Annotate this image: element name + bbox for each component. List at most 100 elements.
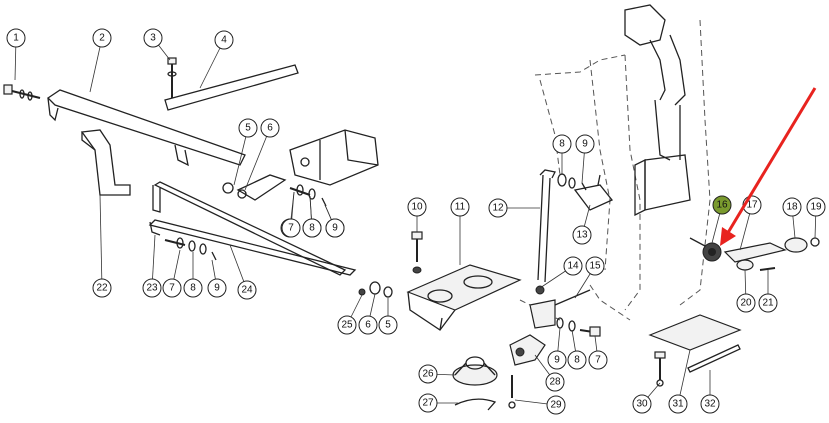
callout-circle <box>546 395 566 415</box>
callout-27: 27 <box>418 393 438 413</box>
callout-26: 26 <box>418 364 438 384</box>
bolt-10 <box>411 231 423 274</box>
callout-number: 1 <box>13 33 19 44</box>
callout-5: 5 <box>378 315 398 335</box>
callout-circle <box>378 315 398 335</box>
screw-29 <box>508 375 516 409</box>
callout-number: 8 <box>559 139 565 150</box>
callout-number: 2 <box>99 33 105 44</box>
leader-line <box>99 194 103 289</box>
callout-circle <box>214 30 234 50</box>
callout-number: 4 <box>221 35 227 46</box>
callout-circle <box>575 134 595 154</box>
callout-circle <box>588 350 608 370</box>
callout-number: 20 <box>740 298 752 309</box>
callout-number: 22 <box>96 283 108 294</box>
callout-18: 18 <box>782 197 802 217</box>
callout-circle <box>572 225 592 245</box>
callout-circle <box>238 118 258 138</box>
link-28 <box>509 334 546 366</box>
callout-number: 30 <box>636 399 648 410</box>
callout-6: 6 <box>260 118 280 138</box>
callout-24: 24 <box>237 280 257 300</box>
callout-number: 7 <box>595 355 601 366</box>
fasteners-left <box>164 237 217 261</box>
callout-number: 18 <box>786 202 798 213</box>
callout-circle <box>806 197 826 217</box>
callout-circle <box>358 315 378 335</box>
callout-circle <box>567 350 587 370</box>
leader-lines <box>14 37 817 406</box>
callout-number: 3 <box>150 33 156 44</box>
callout-21: 21 <box>758 293 778 313</box>
callout-number: 9 <box>332 223 338 234</box>
leader-line <box>233 127 249 186</box>
callout-9: 9 <box>547 350 567 370</box>
callout-circle <box>142 278 162 298</box>
bolt-1 <box>3 84 41 101</box>
callout-4: 4 <box>214 30 234 50</box>
callout-30: 30 <box>632 394 652 414</box>
callout-number: 8 <box>309 223 315 234</box>
callout-number: 5 <box>385 320 391 331</box>
strip-4 <box>164 64 299 111</box>
callout-14: 14 <box>563 256 583 276</box>
callout-8: 8 <box>567 350 587 370</box>
callout-circle <box>183 278 203 298</box>
callout-circle <box>207 278 227 298</box>
callout-number: 6 <box>365 320 371 331</box>
callout-9: 9 <box>575 134 595 154</box>
callout-circle <box>585 256 605 276</box>
callout-circle <box>92 278 112 298</box>
fasteners-lower-middle <box>556 317 601 337</box>
callout-circle <box>237 280 257 300</box>
clamp-27 <box>454 398 497 411</box>
callout-circle <box>260 118 280 138</box>
callout-number: 25 <box>341 320 353 331</box>
screw-21 <box>759 267 776 271</box>
callout-circle <box>552 134 572 154</box>
callout-number: 9 <box>214 283 220 294</box>
callout-circle <box>736 293 756 313</box>
callout-circle <box>418 393 438 413</box>
callout-circle <box>700 394 720 414</box>
callout-25: 25 <box>337 315 357 335</box>
callout-circle <box>418 364 438 384</box>
callout-number: 28 <box>549 377 561 388</box>
callout-number: 7 <box>288 223 294 234</box>
callout-circle <box>712 195 732 215</box>
callout-number: 24 <box>241 285 253 296</box>
callout-circle <box>302 218 322 238</box>
callout-9: 9 <box>325 218 345 238</box>
callout-circle <box>632 394 652 414</box>
callout-circle <box>92 28 112 48</box>
plate-11 <box>406 264 522 331</box>
fasteners-top <box>289 184 327 207</box>
callout-31: 31 <box>668 394 688 414</box>
callout-circle <box>782 197 802 217</box>
screw-3 <box>167 57 177 98</box>
callout-number: 7 <box>169 283 175 294</box>
callout-number: 12 <box>492 203 504 214</box>
callout-circle <box>162 278 182 298</box>
callout-circle <box>563 256 583 276</box>
clevis-13 <box>573 174 614 211</box>
callout-23: 23 <box>142 278 162 298</box>
callout-circle <box>668 394 688 414</box>
callout-circle <box>143 28 163 48</box>
callout-2: 2 <box>92 28 112 48</box>
fasteners-bottom-left <box>358 281 393 298</box>
callout-circle <box>547 350 567 370</box>
callout-7: 7 <box>281 218 301 238</box>
callout-number: 9 <box>554 355 560 366</box>
callout-15: 15 <box>585 256 605 276</box>
callout-number: 6 <box>267 123 273 134</box>
knob-18 <box>784 237 808 253</box>
callout-13: 13 <box>572 225 592 245</box>
callout-32: 32 <box>700 394 720 414</box>
callout-number: 32 <box>704 399 716 410</box>
callout-circle <box>6 28 26 48</box>
callout-16: 16 <box>712 195 732 215</box>
